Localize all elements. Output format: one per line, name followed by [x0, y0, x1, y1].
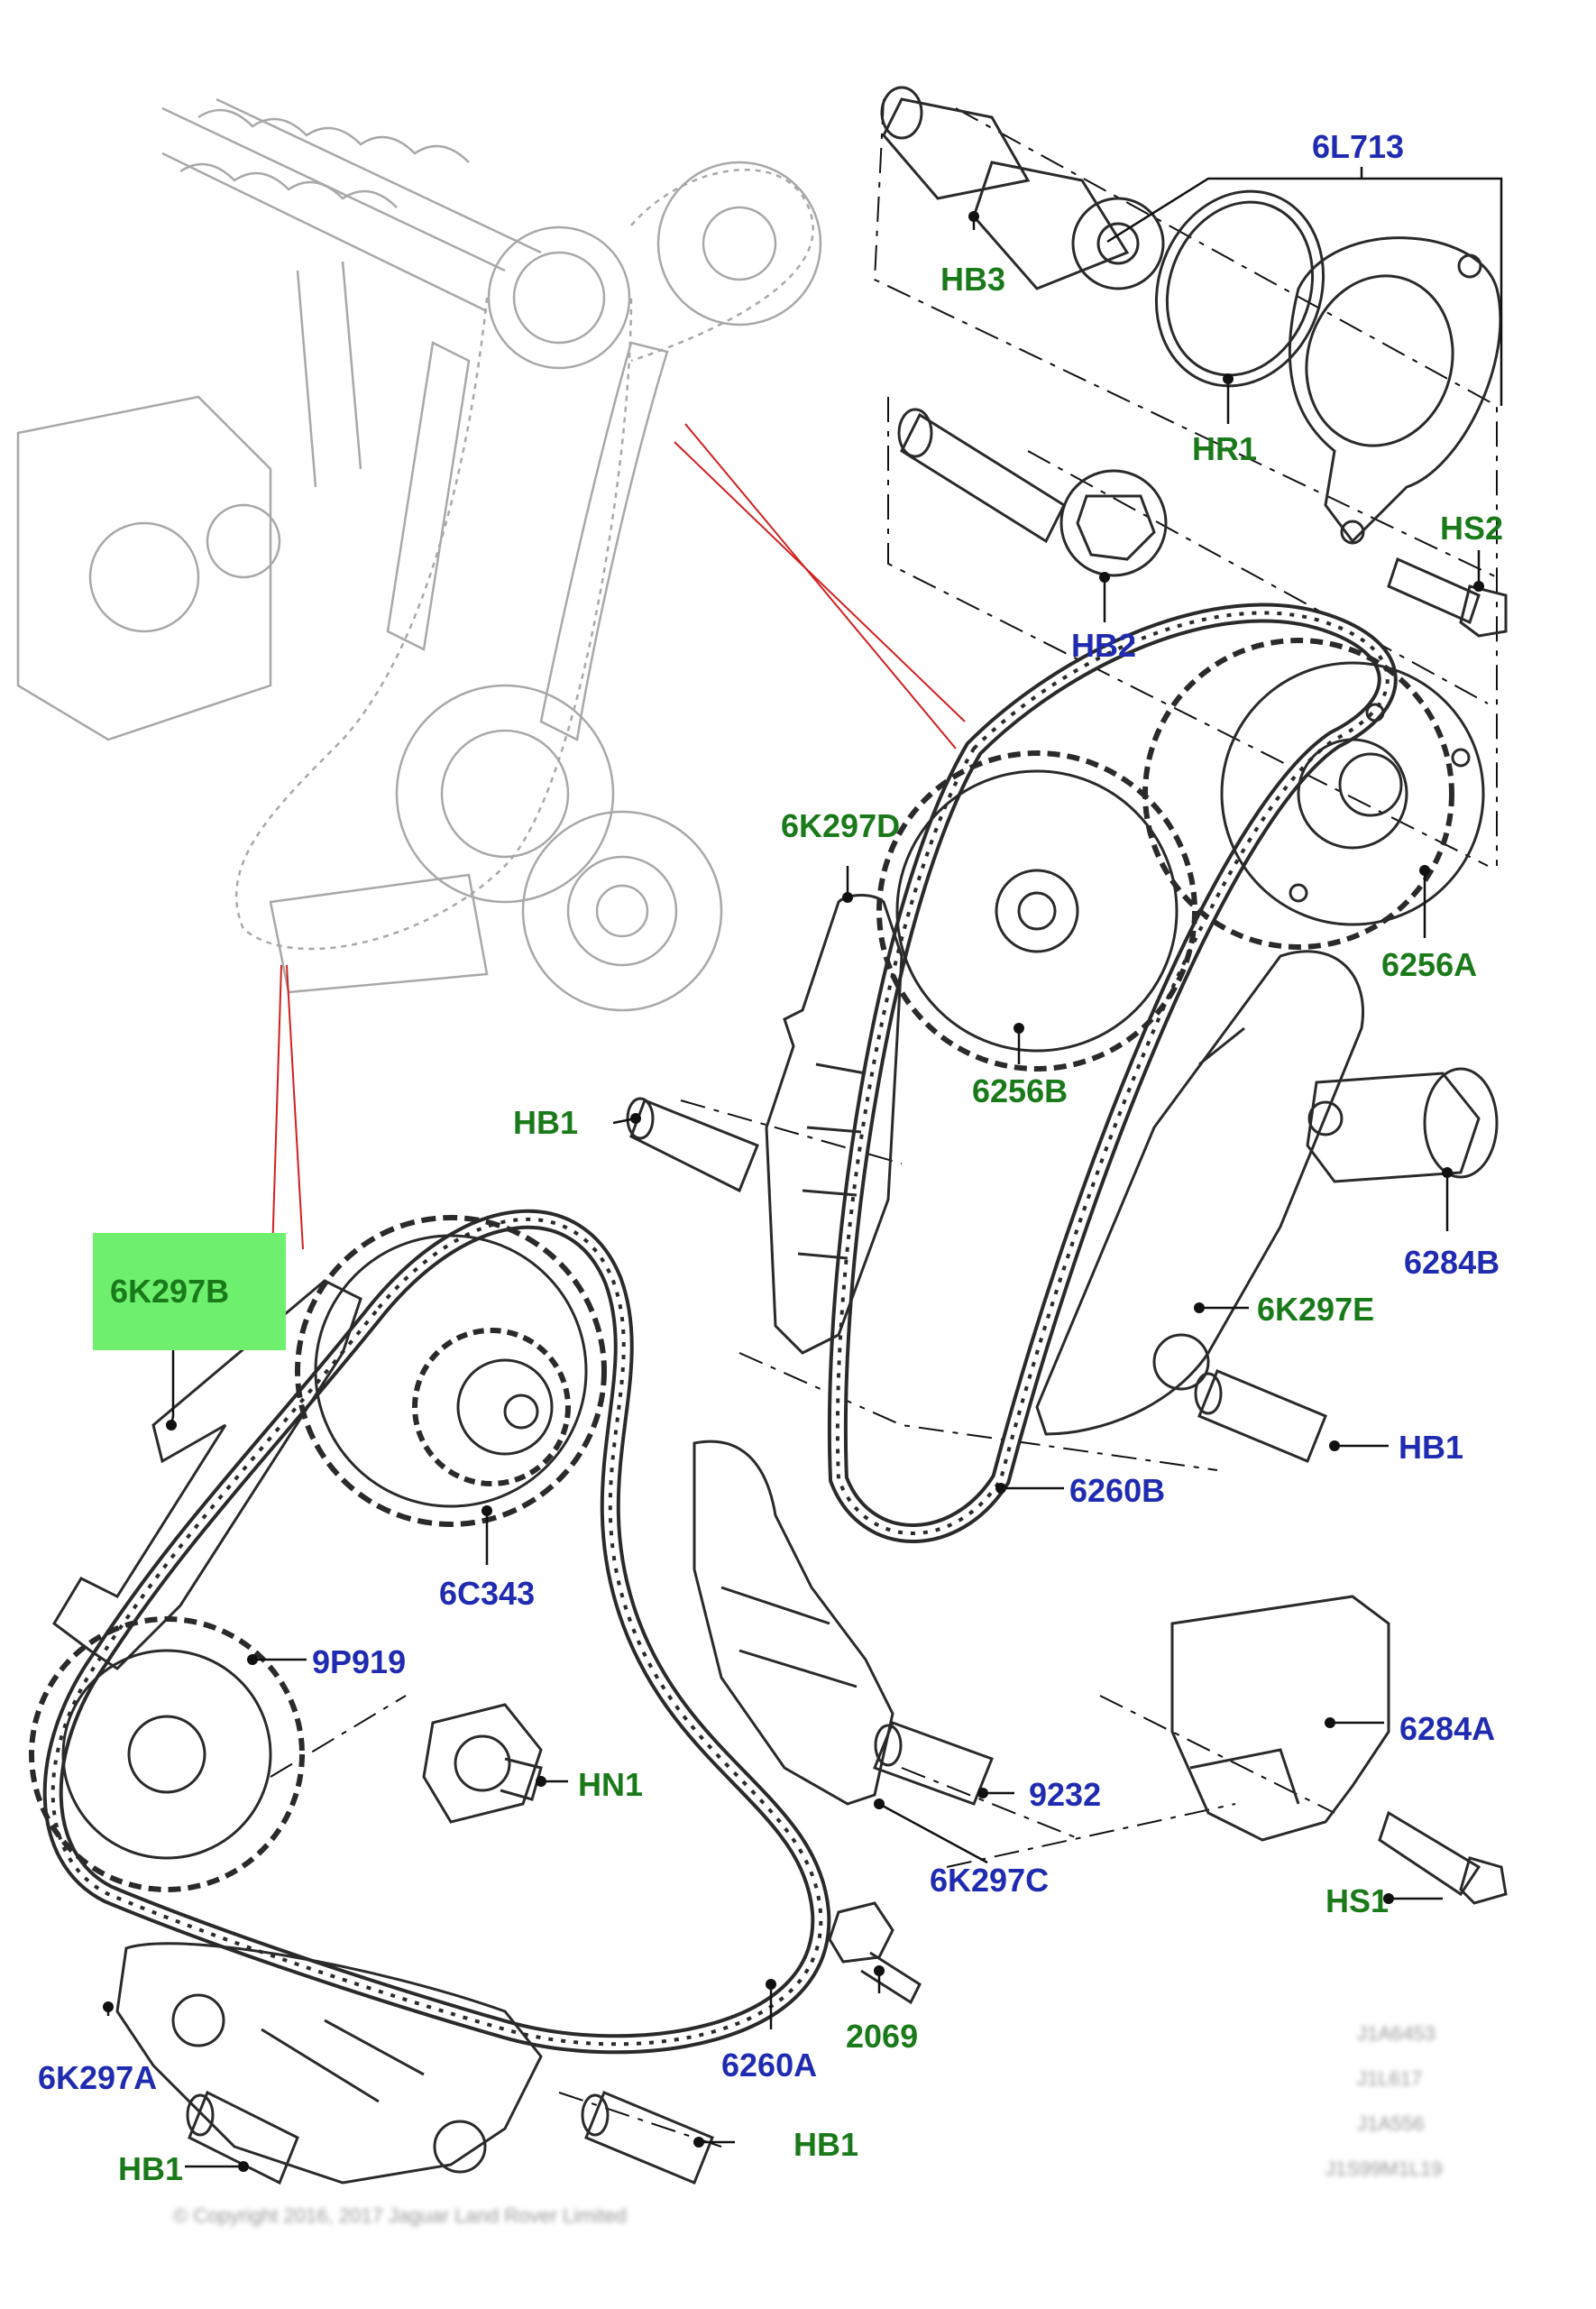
part-hb1-pin-lower-left [186, 2090, 299, 2185]
label-hb2: HB2 [1071, 627, 1136, 664]
leader-lines [103, 167, 1503, 2172]
label-6k297c: 6K297C [930, 1862, 1049, 1899]
label-6256a: 6256A [1381, 946, 1477, 983]
part-6256b-sprocket [876, 750, 1197, 1072]
part-9232-pin [873, 1721, 994, 1806]
part-hb1-pin-lower-right [581, 2091, 714, 2185]
label-6k297a: 6K297A [38, 2059, 157, 2096]
part-hb1-pin-upper [626, 1097, 759, 1193]
part-hb3-solenoid [880, 86, 1165, 290]
part-6284b-tensioner [1306, 1067, 1499, 1183]
label-6l713: 6L713 [1312, 128, 1404, 165]
part-6284a-tensioner [1170, 1595, 1390, 1842]
part-6260a-chain [42, 1209, 831, 2055]
code-line-2: J1L617 [1357, 2067, 1422, 2090]
code-line-1: J1A6453 [1357, 2022, 1435, 2045]
part-hs1-bolt [1378, 1810, 1508, 1905]
callout-labels: 6L713 HB3 HR1 HS2 HB2 6K297D 6256A 6256B… [38, 128, 1503, 2187]
part-2069-bolt [828, 1901, 922, 2005]
part-6k297e-arm [1035, 950, 1364, 1436]
label-6284b: 6284B [1404, 1244, 1500, 1281]
label-6284a: 6284A [1399, 1710, 1495, 1747]
watermark: © Copyright 2016, 2017 Jaguar Land Rover… [173, 2022, 1443, 2227]
label-hb1-right: HB1 [1399, 1429, 1463, 1466]
part-6k297c-guide [693, 1440, 894, 1806]
part-6c343-sprocket [412, 1328, 571, 1486]
part-6k297a-guide [115, 1942, 543, 2185]
label-6260a: 6260A [721, 2047, 817, 2084]
copyright-text: © Copyright 2016, 2017 Jaguar Land Rover… [173, 2204, 627, 2227]
label-hs1: HS1 [1325, 1882, 1389, 1919]
label-hn1: HN1 [578, 1766, 643, 1803]
part-hb1-pin-right [1194, 1369, 1327, 1463]
part-6l713-cover [1288, 236, 1502, 545]
label-hr1: HR1 [1192, 430, 1257, 467]
part-hn1-nut [422, 1703, 543, 1824]
label-hb1-lower-right: HB1 [793, 2126, 858, 2163]
part-upper-large-sprocket [295, 1215, 607, 1527]
label-6c343: 6C343 [439, 1575, 535, 1612]
label-6k297d: 6K297D [781, 807, 900, 844]
red-pointer-lines [271, 423, 966, 1255]
label-2069: 2069 [846, 2018, 918, 2055]
label-6k297b: 6K297B [110, 1273, 229, 1310]
label-9p919: 9P919 [312, 1643, 406, 1680]
label-hb1-lower-left: HB1 [118, 2150, 183, 2187]
part-6260b-chain [827, 603, 1398, 1543]
label-hb1-upper: HB1 [513, 1104, 578, 1141]
code-line-4: J1S99M1L19 [1325, 2157, 1443, 2180]
part-hs2-bolt [1387, 557, 1508, 638]
locator-lines [270, 98, 1498, 2148]
part-hb2-bolt [897, 408, 1168, 577]
part-6256a-vct [1142, 638, 1485, 950]
part-hr1-seal [1154, 189, 1325, 388]
part-6k297b-guide [52, 1279, 362, 1670]
label-6256b: 6256B [972, 1072, 1068, 1109]
code-line-3: J1A556 [1357, 2112, 1425, 2135]
label-6k297e: 6K297E [1257, 1291, 1374, 1328]
label-hb3: HB3 [940, 261, 1005, 298]
highlight-6k297b [93, 1233, 286, 1350]
label-9232: 9232 [1029, 1776, 1101, 1813]
part-6k297d-guide [765, 894, 903, 1355]
engine-overview-ghost [16, 97, 822, 1012]
label-hs2: HS2 [1440, 510, 1503, 547]
label-6260b: 6260B [1069, 1472, 1165, 1509]
